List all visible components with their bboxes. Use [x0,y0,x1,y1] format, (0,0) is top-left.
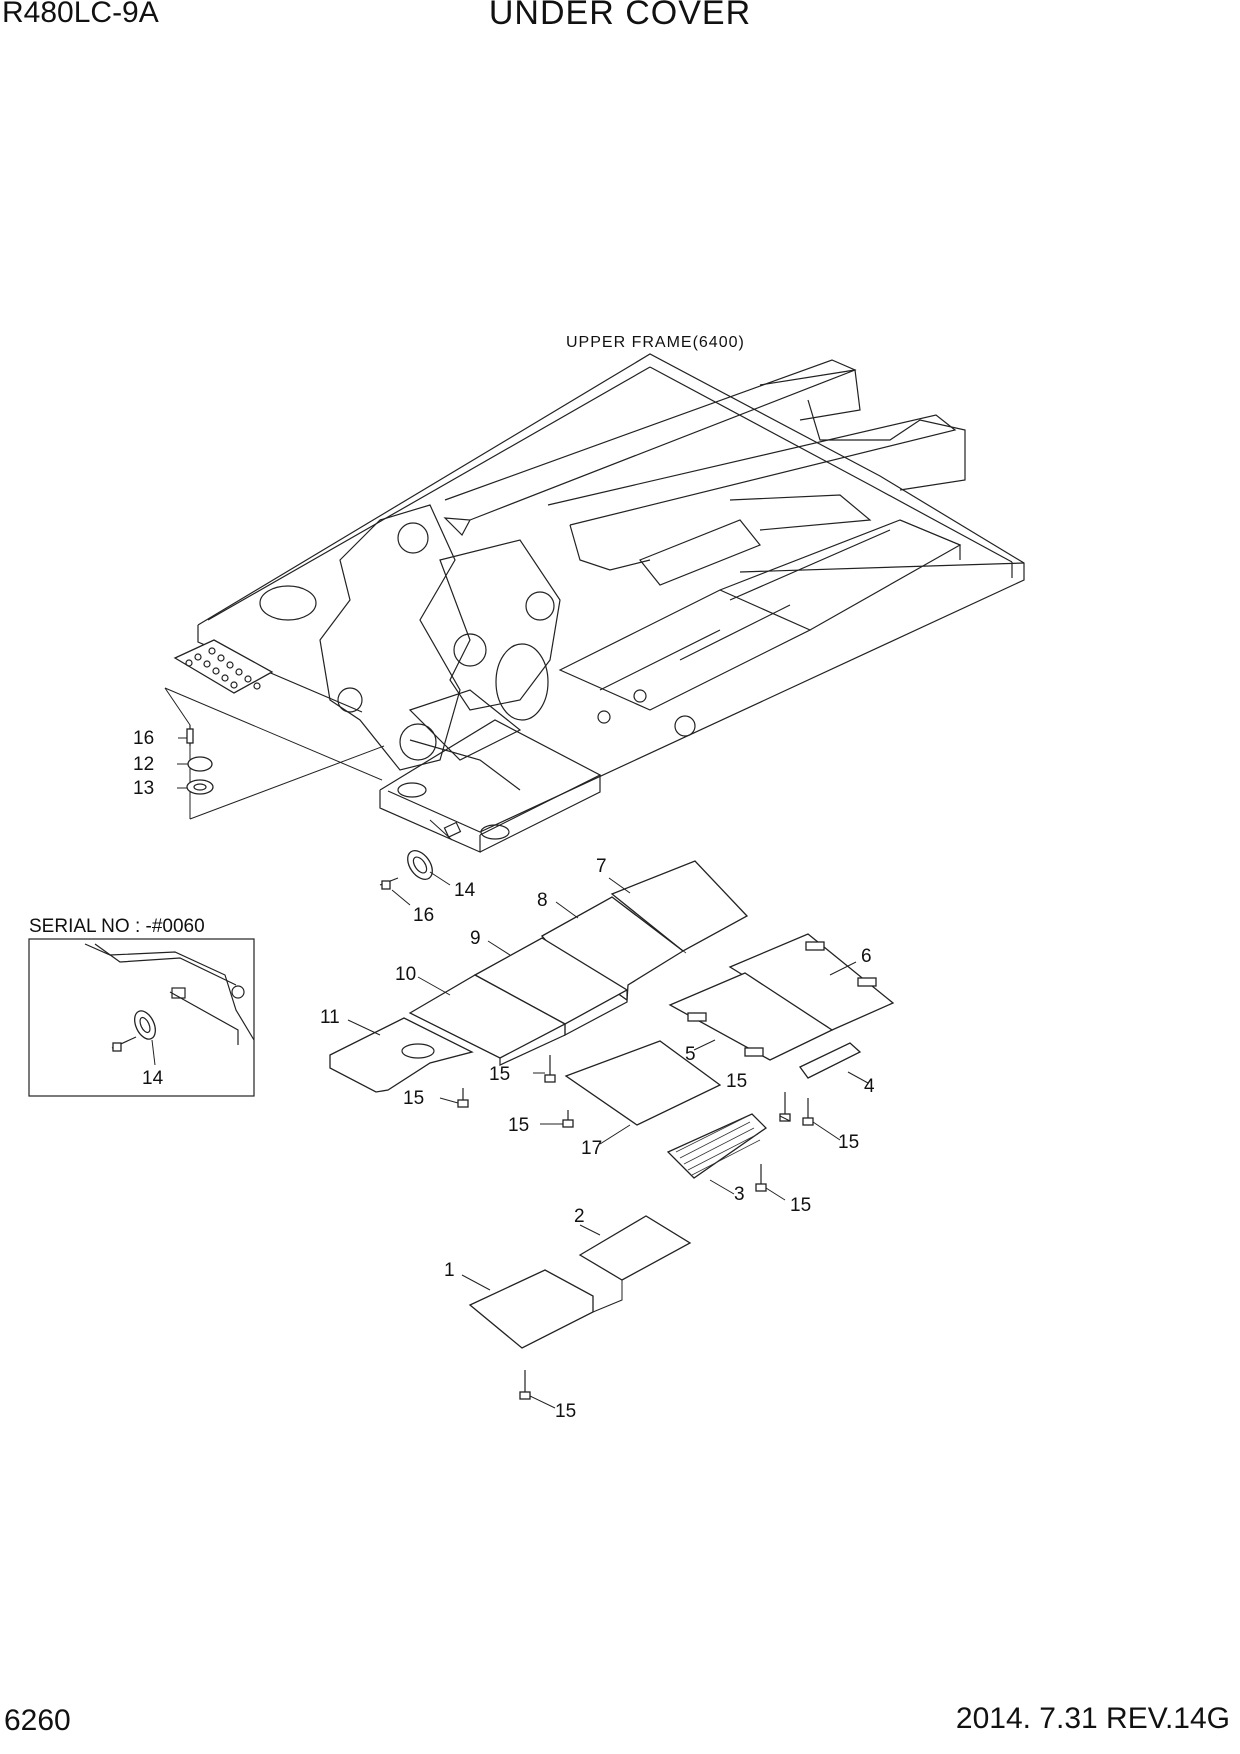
callout-5: 5 [685,1044,696,1065]
callout-14: 14 [142,1068,164,1089]
callout-16: 16 [413,905,434,926]
upper-frame-drawing [173,353,1025,853]
callout-9: 9 [470,928,481,949]
under-cover-plates [329,860,895,1349]
perforated-cover-3 [666,1113,768,1179]
callout-10: 10 [395,964,416,985]
page-title: UNDER COVER [488,0,752,32]
callout-16: 16 [133,728,154,749]
cover-plate-17 [564,1040,722,1126]
callout-7: 7 [596,856,607,877]
cover-plate-1 [468,1269,594,1349]
callout-leaders [177,737,869,1409]
callout-11: 11 [320,1007,340,1028]
callout-15: 15 [403,1088,424,1109]
callout-8: 8 [537,890,548,911]
page-number: 6260 [4,1704,71,1737]
cover-plate-4 [799,1042,862,1079]
callout-15: 15 [726,1071,747,1092]
serial-inset [28,938,255,1097]
perforation-holes [675,1116,761,1176]
revision-info: 2014. 7.31 REV.14G [955,1702,1230,1735]
callout-17: 17 [581,1138,602,1159]
callout-12: 12 [133,754,154,775]
step-plate-holes [185,647,261,690]
callout-15: 15 [838,1132,859,1153]
callout-15: 15 [489,1064,510,1085]
model-number: R480LC-9A [2,0,159,29]
bolt-parts-15 [457,1055,814,1400]
grommet-part-14 [379,850,433,890]
callout-13: 13 [133,778,154,799]
callout-3: 3 [734,1184,745,1205]
callout-15: 15 [508,1115,529,1136]
callout-14: 14 [454,880,476,901]
callout-4: 4 [864,1076,875,1097]
cover-plate-5 [668,972,834,1061]
callout-2: 2 [574,1206,585,1227]
callout-6: 6 [861,946,872,967]
upper-frame-reference: UPPER FRAME(6400) [566,334,745,351]
callout-1: 1 [444,1260,455,1281]
cover-plate-2 [578,1215,692,1281]
cover-plate-11 [329,1017,474,1093]
cover-plate-assembly-12-13-16 [186,725,214,795]
callout-15: 15 [555,1401,576,1422]
serial-number-note: SERIAL NO : -#0060 [29,916,205,937]
callout-15: 15 [790,1195,811,1216]
cover-plate-7 [610,860,749,952]
